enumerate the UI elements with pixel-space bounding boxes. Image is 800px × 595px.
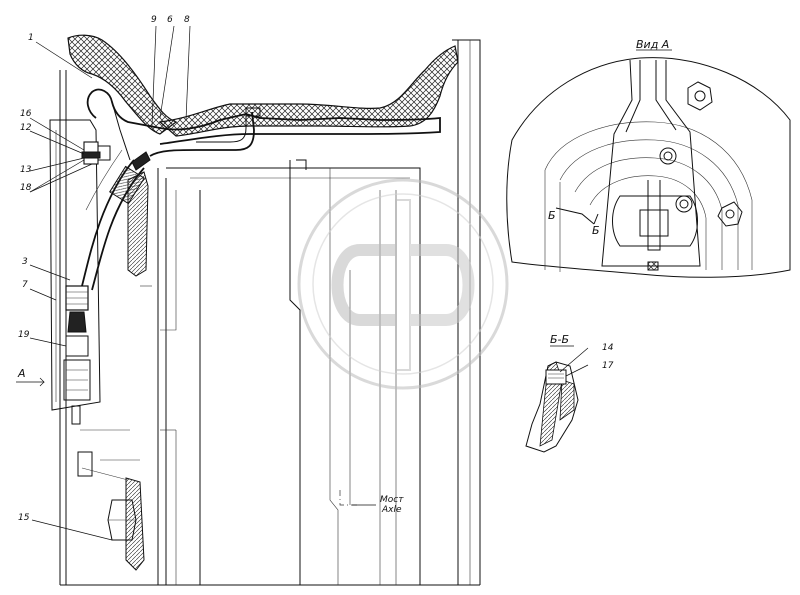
lower-bolt: [77, 451, 93, 477]
hub-flange-top: [127, 171, 149, 277]
section-mark-left: Б: [548, 209, 556, 222]
callout-7: 7: [22, 280, 28, 290]
callout-9: 9: [151, 15, 157, 25]
callout-14: 14: [602, 343, 614, 353]
watermark-logo: [297, 178, 509, 390]
callout-16: 16: [20, 109, 32, 119]
callout-17: 17: [602, 361, 614, 371]
view-a-bolt-top: [659, 147, 677, 165]
callout-18: 18: [20, 183, 32, 193]
callout-labels: 1 9 6 8 16 12 13 18 3 7 19 15 14 17 Вид …: [17, 15, 672, 523]
wheel-section-view: [49, 34, 481, 586]
detail-view-a: [506, 57, 791, 278]
valve-body: [67, 311, 87, 333]
view-a-bolt-right: [717, 201, 743, 227]
section-b-b-title: Б-Б: [550, 333, 569, 346]
section-b-b-body: [525, 361, 579, 453]
valve-housing: [63, 359, 91, 401]
hose-coupling-top: [109, 165, 145, 205]
callout-8: 8: [184, 15, 190, 25]
callout-6: 6: [167, 15, 173, 25]
view-a-nut: [687, 81, 713, 111]
view-a-bolt-middle: [675, 195, 693, 213]
leader-lines: [16, 25, 589, 541]
view-a-boundary: [506, 57, 791, 278]
callout-12: 12: [20, 123, 32, 133]
wheel-outer-edge-right: [452, 39, 481, 585]
callout-15: 15: [18, 513, 30, 523]
axle-label-en: Axle: [381, 505, 402, 515]
view-a-arrow-label: А: [17, 367, 26, 380]
section-b-b: [525, 361, 579, 453]
callout-19: 19: [18, 330, 30, 340]
callout-13: 13: [20, 165, 32, 175]
wheel-disc-inner: [166, 167, 421, 585]
callout-1: 1: [28, 33, 34, 43]
axle-label-ru: Мост: [380, 495, 404, 505]
tire-tread: [158, 45, 459, 137]
view-a-title: Вид А: [636, 38, 669, 51]
section-mark-right: Б: [592, 224, 600, 237]
air-tube: [149, 111, 255, 157]
view-a-bracket: [601, 59, 701, 267]
wheel-rim: [86, 88, 441, 145]
callout-3: 3: [22, 257, 28, 267]
